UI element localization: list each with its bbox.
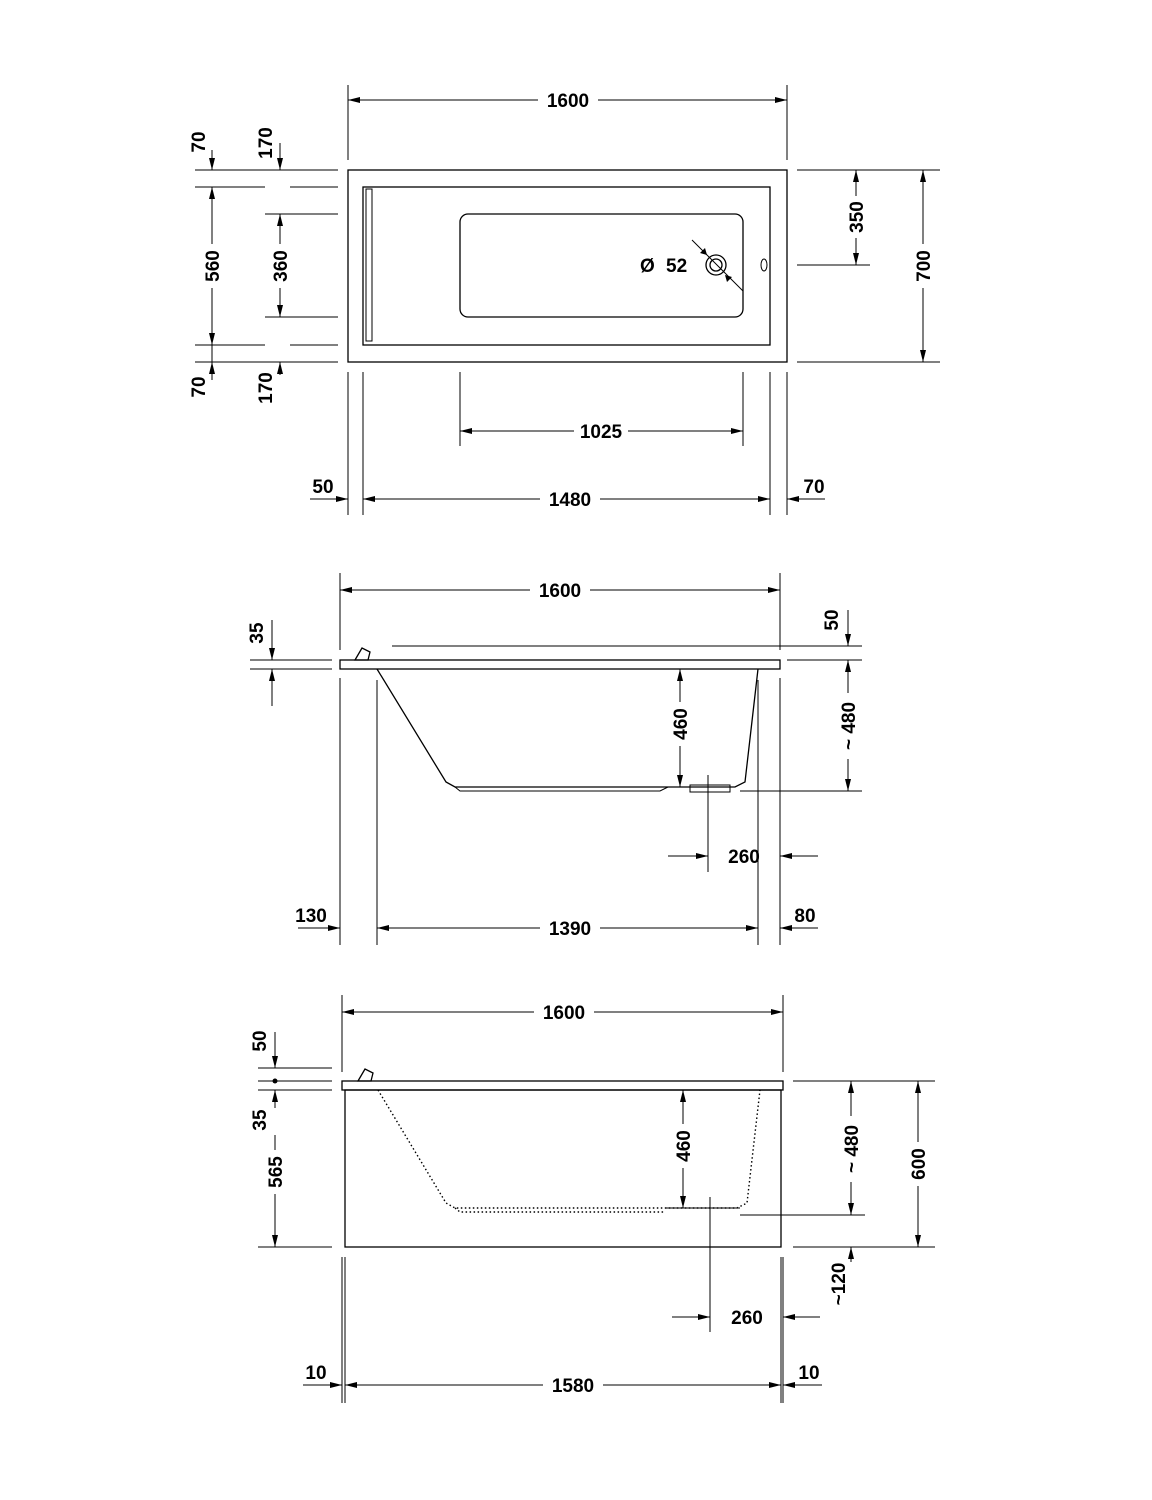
drain-diameter-symbol: Ø — [640, 256, 655, 277]
drain-diameter-label: 52 — [666, 256, 687, 277]
rim-bottom-label: 70 — [189, 376, 210, 397]
tub-outer-outline — [347, 169, 788, 363]
drain-fitting — [689, 784, 731, 793]
rim-bottom-inner-label: 170 — [256, 372, 277, 404]
rim-top-label: 70 — [189, 131, 210, 152]
offset-left-label: 50 — [312, 477, 333, 498]
depth-label: 460 — [674, 1130, 695, 1162]
overall-length-label: 1600 — [547, 91, 589, 112]
top-gap-label: 50 — [822, 609, 843, 630]
total-height-label: ~ 480 — [842, 1125, 863, 1173]
inner-length-label: 1480 — [549, 490, 591, 511]
feet-height-label: ~120 — [829, 1263, 850, 1306]
rim-height-label: 35 — [247, 622, 268, 644]
drain-icon — [705, 254, 727, 276]
overall-height-label: 600 — [909, 1148, 930, 1180]
headrest-strip — [365, 188, 373, 342]
offset-left-label: 10 — [305, 1363, 326, 1384]
tub-rim — [339, 659, 781, 670]
drain-position-label: 260 — [731, 1308, 763, 1329]
basin-width-label: 360 — [271, 250, 292, 282]
width-inner-label: 560 — [203, 250, 224, 282]
tub-body — [376, 668, 759, 788]
inner-length-label: 1390 — [549, 919, 591, 940]
tub-body-hidden — [377, 1089, 761, 1209]
inner-length-label: 1580 — [552, 1376, 594, 1397]
drain-offset-label: 350 — [847, 201, 868, 233]
overall-length-label: 1600 — [543, 1003, 585, 1024]
front-panel — [344, 1089, 782, 1248]
offset-right-label: 80 — [794, 906, 815, 927]
tub-inner-rim — [362, 186, 771, 346]
basin-floor-length-label: 1025 — [580, 422, 623, 443]
rim-top-inner-label: 170 — [256, 127, 277, 159]
total-height-label: ~ 480 — [839, 702, 860, 750]
overall-length-label: 1600 — [539, 581, 581, 602]
offset-right-label: 10 — [798, 1363, 819, 1384]
headrest-icon — [353, 647, 371, 661]
overall-width-label: 700 — [914, 250, 935, 282]
overflow-icon — [760, 258, 768, 272]
top-view: 1600 560 360 70 170 70 170 350 — [189, 85, 940, 515]
depth-label: 460 — [671, 708, 692, 740]
basin-floor — [459, 213, 744, 318]
offset-left-label: 130 — [295, 906, 327, 927]
panel-height-label: 565 — [266, 1156, 287, 1188]
side-view-with-panel: 1600 50 35 565 460 ~ 480 600 — [250, 995, 935, 1403]
headrest-icon — [356, 1068, 374, 1082]
side-view-built-in: 1600 35 50 ~ 480 460 260 130 — [247, 573, 862, 945]
rim-height-label: 35 — [250, 1109, 271, 1131]
drain-position-label: 260 — [728, 847, 760, 868]
tub-rim — [341, 1080, 784, 1091]
rim-top-label: 50 — [250, 1030, 271, 1051]
offset-right-label: 70 — [803, 477, 824, 498]
